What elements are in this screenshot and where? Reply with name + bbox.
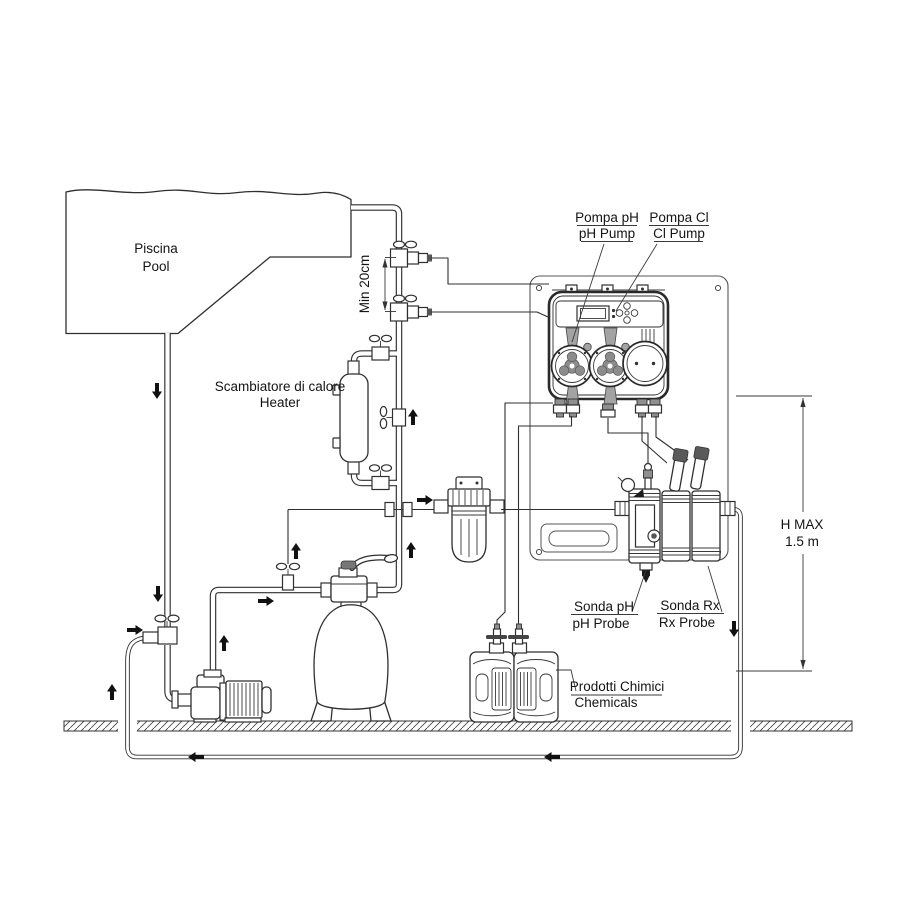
chemical-tank-ph — [469, 642, 515, 723]
return-hose-loop — [125, 506, 743, 760]
multiport-valve — [320, 554, 399, 603]
chemical-tank-cl — [511, 642, 559, 723]
pump-cl-label-it: Pompa Cl — [649, 210, 708, 225]
heater-inlet-valve — [368, 334, 393, 361]
ph-probe — [669, 448, 689, 492]
chemicals-label-it: Prodotti Chimici — [570, 679, 665, 694]
probe-holder — [614, 446, 736, 583]
pump-cl-label-en: Cl Pump — [653, 226, 705, 241]
sand-filter — [310, 599, 392, 722]
heater-bypass-valve — [379, 405, 407, 430]
probe-ph-label-en: pH Probe — [572, 616, 629, 631]
pump-ph-label-it: Pompa pH — [575, 210, 639, 225]
pool-label-en: Pool — [142, 259, 169, 274]
suction-valve — [142, 614, 180, 645]
injection-point-ph — [389, 240, 432, 268]
hmax-dimension — [736, 395, 812, 672]
dosing-controller — [547, 284, 670, 418]
keypad — [611, 302, 639, 324]
injection-fitting — [643, 462, 653, 490]
heater-label-it: Scambiatore di calore — [215, 379, 346, 394]
ground — [63, 719, 853, 733]
chemical-tubes — [431, 257, 649, 629]
drain-fitting — [639, 562, 653, 583]
tube-fittings — [552, 398, 663, 418]
heater-outlet-valve — [368, 464, 393, 491]
pump-cover — [622, 340, 668, 387]
probe-rx-label-it: Sonda Rx — [660, 598, 720, 613]
sample-line — [287, 501, 437, 564]
label-leaders — [556, 225, 724, 696]
heater — [332, 360, 369, 475]
suction-lance-cl — [508, 623, 529, 645]
main-riser-pipe — [351, 204, 403, 594]
pool-label-it: Piscina — [134, 241, 178, 256]
labels: Piscina Pool Scambiatore di calore Heate… — [134, 210, 823, 710]
panel-handle — [540, 523, 618, 553]
probe-rx-label-en: Rx Probe — [659, 615, 715, 630]
ph-pump-head — [550, 344, 594, 388]
lcd-display — [576, 305, 610, 322]
hmax-label-line2: 1.5 m — [785, 534, 819, 549]
sample-branch-valve — [275, 562, 301, 591]
cl-pump-head — [588, 344, 632, 388]
hmax-label-line1: H MAX — [781, 517, 824, 532]
probe-ph-label-it: Sonda pH — [574, 599, 634, 614]
chemicals-label-en: Chemicals — [574, 695, 637, 710]
pump-ph-label-en: pH Pump — [579, 226, 635, 241]
rx-probe — [690, 446, 710, 490]
heater-label-en: Heater — [260, 395, 301, 410]
pump-discharge-pipe — [209, 586, 324, 672]
circulation-pump — [171, 669, 272, 723]
min-distance-dimension — [382, 257, 396, 312]
cartridge-filter — [433, 476, 505, 563]
pool-shape — [65, 189, 352, 335]
injection-point-cl — [389, 294, 432, 322]
min-distance-label: Min 20cm — [357, 255, 372, 314]
suction-lance-ph — [486, 623, 507, 645]
